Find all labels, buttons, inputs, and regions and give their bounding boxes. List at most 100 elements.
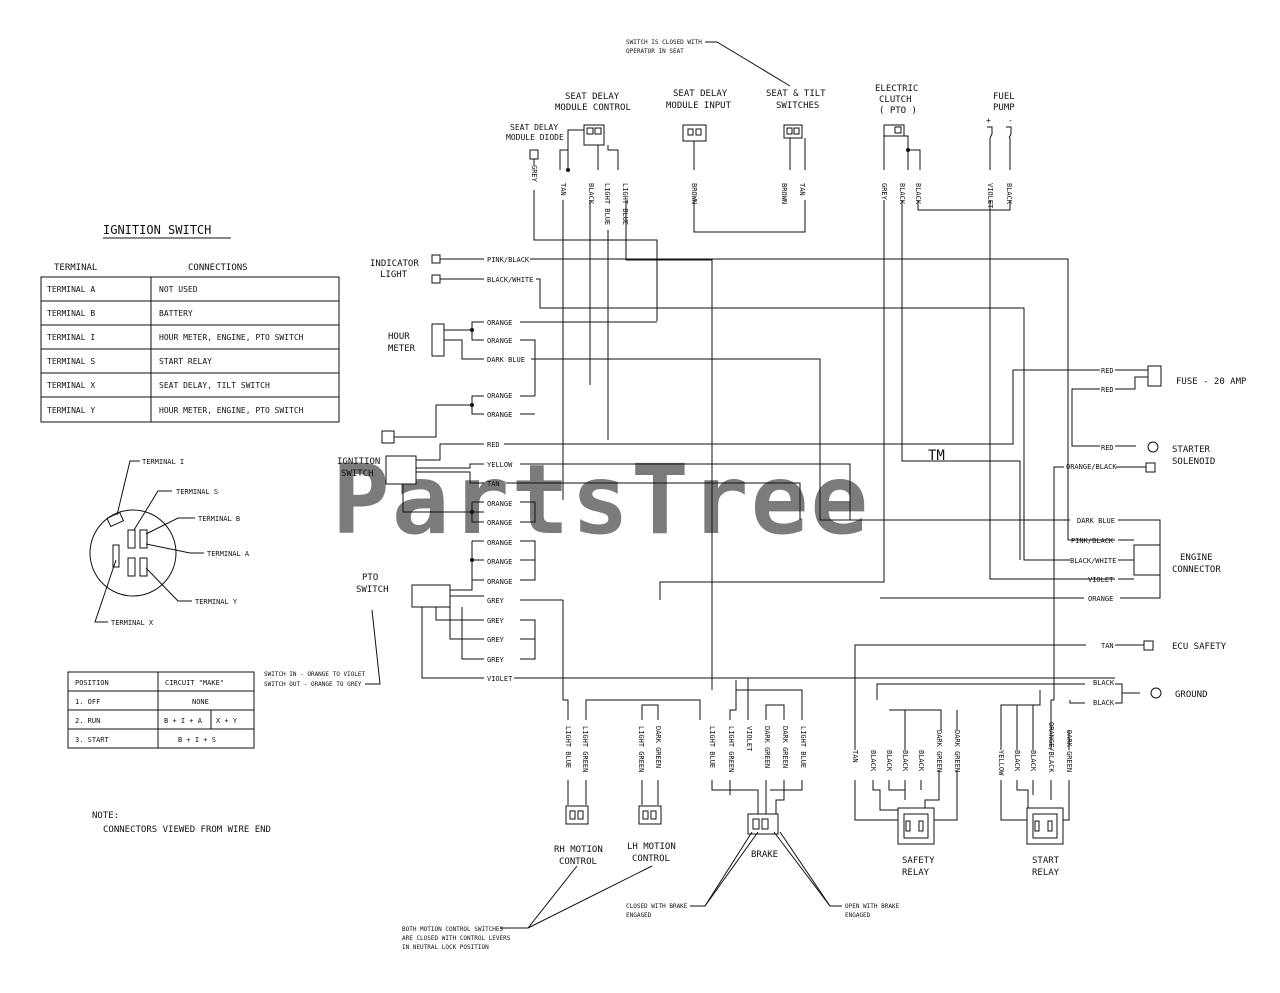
label-clutch-1: ELECTRIC	[875, 84, 918, 94]
svg-text:ORANGE: ORANGE	[487, 558, 512, 566]
rh-motion-connector	[565, 805, 589, 825]
table-row-connection: START RELAY	[159, 357, 212, 366]
svg-text:BLACK: BLACK	[914, 183, 922, 205]
svg-text:GREY: GREY	[487, 656, 505, 664]
label-seat-delay-diode-2: MODULE DIODE	[506, 133, 564, 142]
note-brake-closed-1: CLOSED WITH BRAKE	[626, 903, 688, 910]
svg-text:DARK GREEN: DARK GREEN	[781, 726, 789, 768]
ecu-connector	[1143, 640, 1154, 651]
label-seat-delay-input-2: MODULE INPUT	[666, 101, 732, 111]
svg-text:BLACK/WHITE: BLACK/WHITE	[1070, 557, 1116, 565]
label-clutch-3: ( PTO )	[879, 106, 917, 116]
svg-text:ORANGE: ORANGE	[487, 578, 512, 586]
seat-delay-diode-connector	[529, 149, 539, 160]
label-seat-delay-control-2: MODULE CONTROL	[555, 103, 631, 113]
svg-text:DARK GREEN: DARK GREEN	[1065, 730, 1073, 772]
svg-text:DARK GREEN: DARK GREEN	[935, 730, 943, 772]
table-row-position: 1. OFF	[75, 698, 100, 706]
label-terminal-i: TERMINAL I	[142, 458, 184, 466]
table-row-terminal: TERMINAL A	[47, 285, 95, 294]
svg-text:TAN: TAN	[559, 183, 567, 196]
svg-text:TAN: TAN	[851, 750, 859, 763]
label-terminal-s: TERMINAL S	[176, 488, 218, 496]
label-start-2: RELAY	[1032, 868, 1060, 878]
label-seat-delay-input-1: SEAT DELAY	[673, 89, 728, 99]
watermark-brand: PartsTree	[332, 444, 870, 556]
note-seat-switch-1: SWITCH IS CLOSED WITH	[626, 39, 702, 46]
right-wire-labels: RED RED RED ORANGE/BLACK DARK BLUE PINK/…	[1066, 367, 1117, 707]
svg-text:VIOLET: VIOLET	[1088, 576, 1114, 584]
label-safety-2: RELAY	[902, 868, 930, 878]
svg-text:ORANGE/BLACK: ORANGE/BLACK	[1066, 463, 1117, 471]
label-terminal-x: TERMINAL X	[111, 619, 154, 627]
hour-meter-connector	[431, 323, 445, 357]
label-terminal-y: TERMINAL Y	[195, 598, 238, 606]
start-relay	[1026, 807, 1064, 845]
ignition-switch-table: IGNITION SWITCH TERMINAL CONNECTIONS TER…	[40, 223, 340, 423]
svg-text:YELLOW: YELLOW	[487, 461, 513, 469]
note-brake-closed-2: ENGAGED	[626, 912, 652, 919]
table-row-connection: BATTERY	[159, 309, 193, 318]
fuel-pump-terminals	[987, 126, 1012, 139]
label-lh-2: CONTROL	[632, 854, 670, 864]
label-engine-1: ENGINE	[1180, 553, 1213, 563]
brake-connector	[747, 813, 779, 835]
note-text: CONNECTORS VIEWED FROM WIRE END	[103, 825, 271, 835]
svg-text:GREY: GREY	[487, 617, 505, 625]
fuse-holder	[1147, 365, 1162, 387]
note-motion-2: ARE CLOSED WITH CONTROL LEVERS	[402, 935, 511, 942]
svg-text:BLACK: BLACK	[1093, 699, 1115, 707]
table-row-terminal: TERMINAL X	[47, 381, 95, 390]
left-wiring	[394, 148, 1115, 679]
label-terminal-b: TERMINAL B	[198, 515, 240, 523]
label-start-1: START	[1032, 856, 1060, 866]
svg-text:LIGHT BLUE: LIGHT BLUE	[799, 726, 807, 768]
svg-text:BLACK: BLACK	[885, 750, 893, 772]
starter-solenoid-connector	[1145, 462, 1156, 473]
svg-text:RED: RED	[487, 441, 500, 449]
table-row-make-2: X + Y	[216, 717, 238, 725]
col-position: POSITION	[75, 679, 109, 687]
label-terminal-a: TERMINAL A	[207, 550, 250, 558]
note-motion-1: BOTH MOTION CONTROL SWITCHES	[402, 926, 504, 933]
label-ground: GROUND	[1175, 690, 1208, 700]
svg-text:GREY: GREY	[530, 165, 538, 183]
svg-text:BLACK: BLACK	[587, 183, 595, 205]
label-ignition-1: IGNITION	[337, 457, 380, 467]
svg-text:BLACK: BLACK	[869, 750, 877, 772]
table-row-terminal: TERMINAL S	[47, 357, 95, 366]
label-lh-1: LH MOTION	[627, 842, 676, 852]
label-hour-2: METER	[388, 344, 416, 354]
svg-text:LIGHT BLUE: LIGHT BLUE	[708, 726, 716, 768]
table-row-terminal: TERMINAL B	[47, 309, 95, 318]
svg-text:LIGHT BLUE: LIGHT BLUE	[621, 183, 629, 225]
table-row-connection: HOUR METER, ENGINE, PTO SWITCH	[159, 406, 304, 415]
table-row-connection: NOT USED	[159, 285, 198, 294]
svg-text:TAN: TAN	[487, 480, 500, 488]
note-brake-open-1: OPEN WITH BRAKE	[845, 903, 900, 910]
ignition-switch-connector	[385, 455, 417, 485]
table-row-connection: HOUR METER, ENGINE, PTO SWITCH	[159, 333, 304, 342]
ignition-switch-face: TERMINAL I TERMINAL S TERMINAL B TERMINA…	[89, 458, 250, 627]
label-indicator-1: INDICATOR	[370, 259, 419, 269]
label-pto-1: PTO	[362, 573, 378, 583]
table-row-terminal: TERMINAL Y	[47, 406, 95, 415]
svg-text:ORANGE: ORANGE	[487, 392, 512, 400]
svg-text:YELLOW: YELLOW	[997, 750, 1005, 776]
svg-text:VIOLET: VIOLET	[487, 675, 513, 683]
table-row-make: NONE	[192, 698, 209, 706]
bottom-wiring	[562, 600, 1070, 821]
label-fuel-2: PUMP	[993, 103, 1015, 113]
label-seat-tilt-2: SWITCHES	[776, 101, 819, 111]
label-pto-2: SWITCH	[356, 585, 389, 595]
table-row-position: 3. START	[75, 736, 110, 744]
svg-text:ORANGE: ORANGE	[487, 519, 512, 527]
svg-text:TAN: TAN	[1101, 642, 1114, 650]
note-seat-switch-2: OPERATOR IN SEAT	[626, 48, 684, 55]
note-pto-2: SWITCH OUT - ORANGE TO GREY	[264, 681, 362, 688]
label-fuse: FUSE - 20 AMP	[1176, 377, 1247, 387]
label-seat-delay-diode-1: SEAT DELAY	[510, 123, 558, 132]
svg-text:ORANGE: ORANGE	[487, 500, 512, 508]
svg-text:BLACK: BLACK	[917, 750, 925, 772]
svg-text:BLACK: BLACK	[898, 183, 906, 205]
